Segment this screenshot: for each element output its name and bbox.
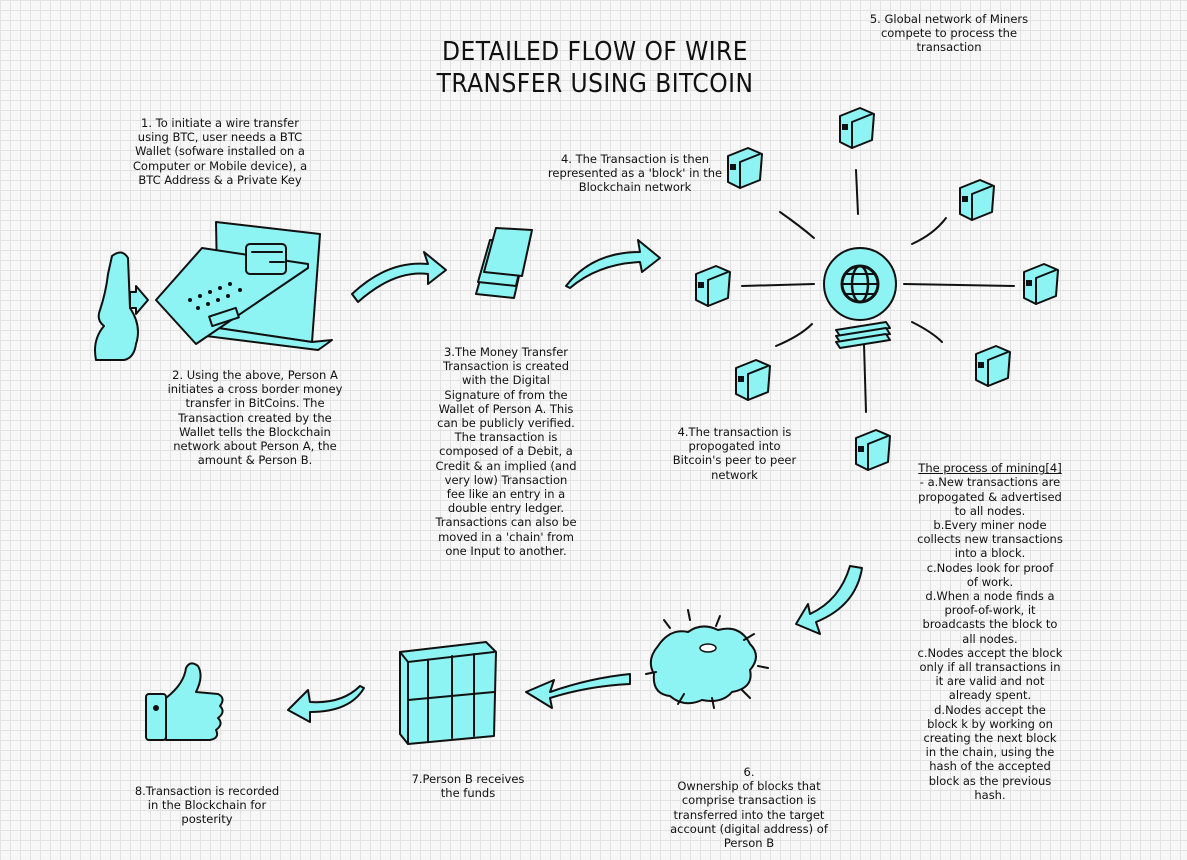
flow-arrow-5 (287, 685, 365, 723)
step-7-text: 7.Person B receives the funds (411, 772, 525, 801)
flow-arrow-1 (351, 251, 447, 303)
diagram-title: DETAILED FLOW OF WIRE TRANSFER USING BIT… (436, 37, 754, 99)
step-1-text: 1. To initiate a wire transfer using BTC… (132, 116, 308, 187)
flow-arrow-2 (565, 239, 661, 289)
flow-arrow-4 (525, 673, 631, 709)
thumbs-up-icon (145, 662, 224, 741)
step-3-text: 3.The Money Transfer Transaction is crea… (435, 345, 577, 558)
step-4b-text: 4.The transaction is propogated into Bit… (672, 425, 797, 482)
step-4a-text: 4. The Transaction is then represented a… (547, 152, 723, 195)
globe-icon (823, 247, 897, 349)
step-5-text: 5. Global network of Miners compete to p… (869, 12, 1029, 55)
documents-icon (475, 227, 533, 299)
mining-process-body: - a.New transactions are propogated & ad… (917, 475, 1063, 802)
vault-icon (399, 641, 497, 745)
person-icon (94, 251, 149, 361)
mining-process-title: The process of mining[4] (918, 461, 1062, 476)
network-spokes (741, 169, 1015, 413)
laptop-wallet-icon (155, 221, 333, 351)
step-6-text: 6. Ownership of blocks that comprise tra… (670, 765, 828, 851)
step-8-text: 8.Transaction is recorded in the Blockch… (134, 784, 280, 827)
network-blob-icon (645, 609, 769, 709)
miner-node-icons (695, 107, 1059, 471)
mining-process-text: The process of mining[4]- a.New transact… (912, 447, 1068, 802)
flow-arrow-3 (795, 565, 863, 635)
step-2-text: 2. Using the above, Person A initiates a… (167, 368, 343, 468)
